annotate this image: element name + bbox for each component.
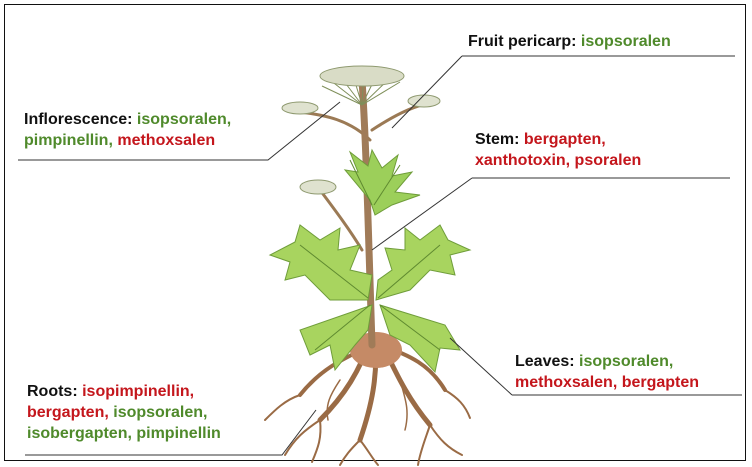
inflorescence-title: Inflorescence: [24, 111, 132, 128]
roots-compound-isopimpinellin: isopimpinellin, [78, 383, 194, 400]
leaves-label: Leaves: isopsoralen, methoxsalen, bergap… [515, 351, 699, 393]
stem-compounds-xanthotoxin-psoralen: xanthotoxin, psoralen [475, 152, 641, 169]
lower-umbel [300, 180, 336, 194]
inflorescence-compound-pimpinellin: pimpinellin, [24, 132, 113, 149]
right-umbel [408, 95, 440, 107]
fruit-title: Fruit pericarp [468, 33, 571, 50]
stem-title: Stem: [475, 131, 519, 148]
roots-title: Roots: [27, 383, 78, 400]
roots-compound-bergapten: bergapten, [27, 404, 109, 421]
fruit-pointer [392, 56, 462, 128]
fruit-label: Fruit pericarp: isopsoralen [468, 31, 671, 52]
roots-compounds-isobergapten-pimpinellin: isobergapten, pimpinellin [27, 425, 221, 442]
leaves-compound-isopsoralen: isopsoralen, [575, 353, 674, 370]
left-umbel [282, 102, 318, 114]
leaves-compounds-methoxsalen-bergapten: methoxsalen, bergapten [515, 374, 699, 391]
fruit-compound-isopsoralen: isopsoralen [581, 33, 671, 50]
fruit-separator: : [571, 33, 581, 50]
leaves-pointer [450, 338, 512, 395]
leaves-title: Leaves: [515, 353, 575, 370]
main-umbel-flowers [320, 66, 404, 86]
upper-leaf-illustration [345, 150, 420, 215]
roots-compound-isopsoralen: isopsoralen, [109, 404, 208, 421]
inflorescence-compound-isopsoralen: isopsoralen, [132, 111, 231, 128]
inflorescence-label: Inflorescence: isopsoralen, pimpinellin,… [24, 109, 231, 151]
stem-compound-bergapten: bergapten, [519, 131, 605, 148]
inflorescence-compound-methoxsalen: methoxsalen [113, 132, 215, 149]
roots-label: Roots: isopimpinellin, bergapten, isopso… [27, 381, 221, 444]
stem-label: Stem: bergapten, xanthotoxin, psoralen [475, 129, 641, 171]
